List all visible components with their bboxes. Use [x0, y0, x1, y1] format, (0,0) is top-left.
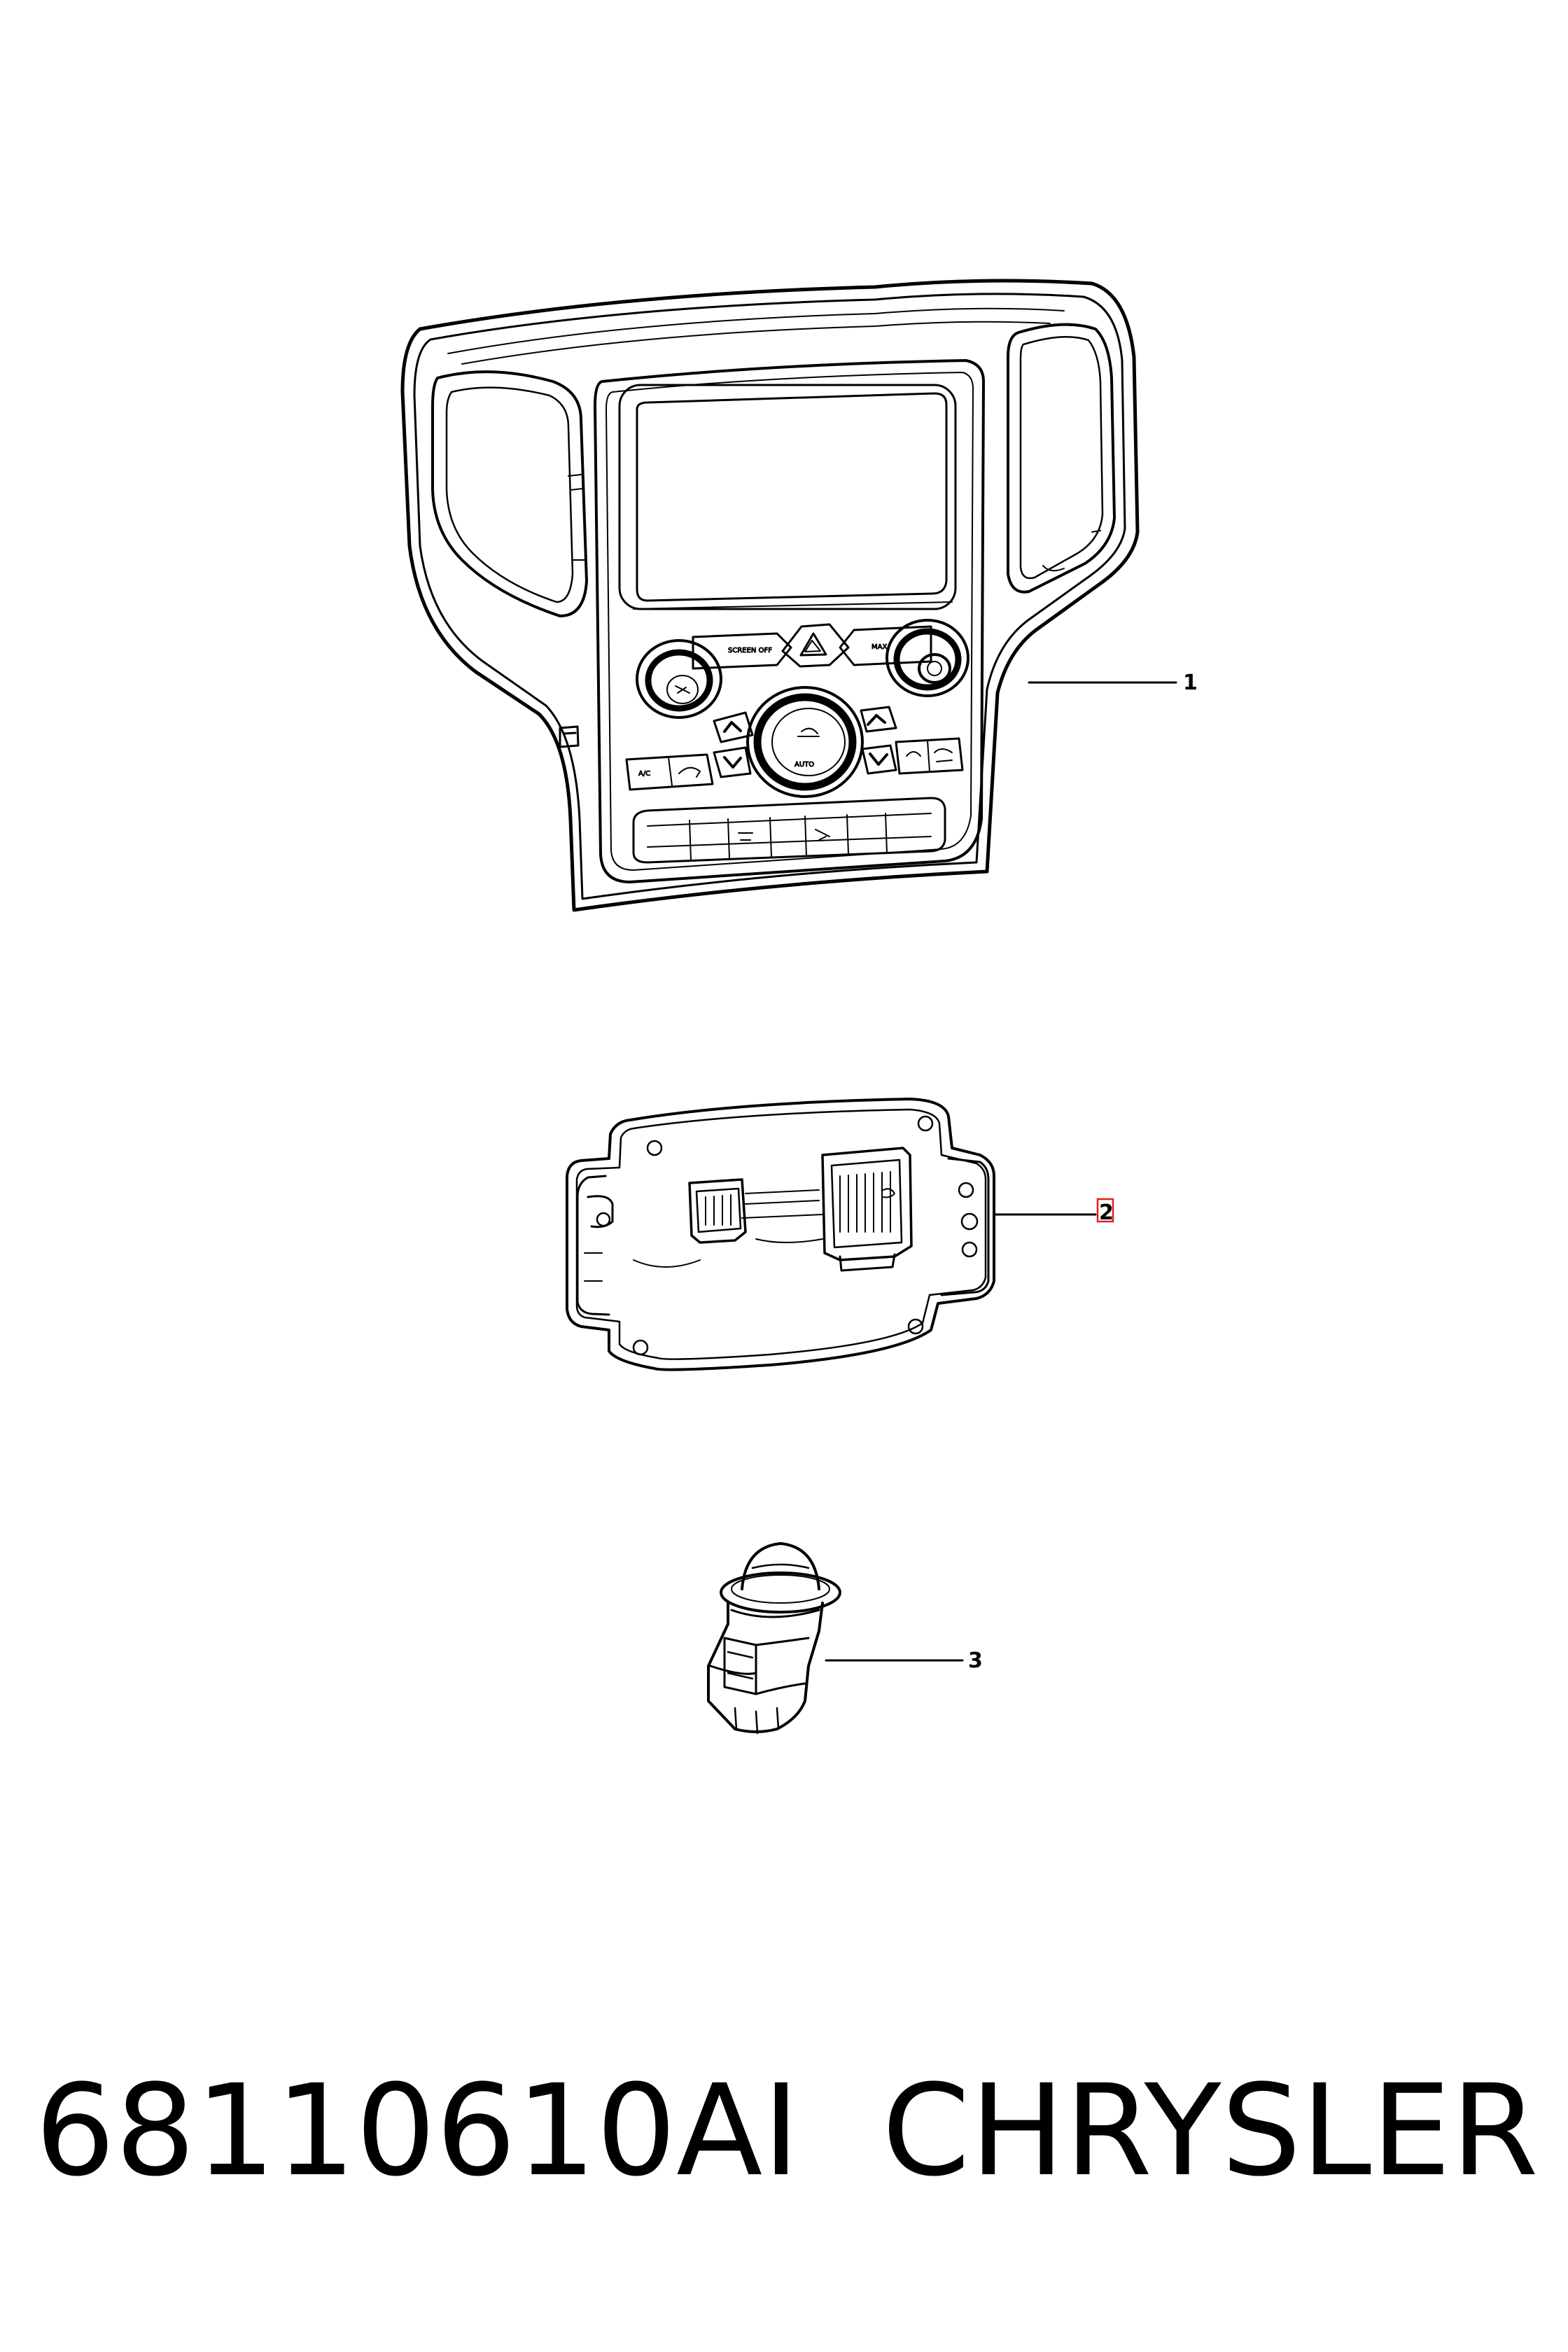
callout-2-highlight-box	[1096, 1198, 1114, 1223]
switch-dome	[741, 1542, 820, 1590]
footer-caption: 68110610AI CHRYSLER	[28, 2051, 1554, 2212]
switch-icon	[738, 829, 830, 841]
screw-boss	[646, 1140, 663, 1156]
screw-boss	[917, 1115, 934, 1132]
hazard-button-row: SCREEN OFF MAX	[692, 623, 932, 670]
module-left-tab	[576, 1175, 610, 1316]
temperature-buttons	[713, 706, 897, 778]
center-face-frame-inner	[606, 372, 974, 871]
fan-icon	[797, 727, 820, 737]
right-climate-knob	[886, 619, 969, 697]
chevron-down-icon	[869, 752, 888, 766]
callout-2: 2	[1099, 1200, 1114, 1225]
control-module	[566, 1098, 995, 1371]
center-face-frame	[594, 359, 985, 883]
part-number: 68110610AI	[35, 2058, 800, 2204]
center-fan-knob: AUTO	[746, 686, 864, 798]
callout-1: 1	[1183, 671, 1198, 695]
right-side-vent	[1007, 323, 1116, 594]
indicator-switch	[707, 1542, 841, 1735]
defrost-icon	[906, 748, 953, 762]
bezel-top-ridge-2	[461, 321, 1051, 365]
screw-boss	[907, 1318, 924, 1335]
left-climate-knob	[636, 639, 722, 719]
bezel-left-clip	[559, 725, 580, 748]
max-label: MAX	[872, 643, 887, 651]
chevron-down-icon	[723, 756, 742, 769]
screw-boss	[632, 1339, 649, 1356]
callout-3: 3	[968, 1648, 983, 1673]
switch-body	[707, 1602, 824, 1733]
ac-button-row: A/C	[625, 737, 964, 791]
bezel-inner-outline	[413, 293, 1126, 900]
hazard-icon	[799, 632, 827, 657]
left-side-vent	[431, 370, 588, 617]
bezel-top-ridge	[447, 307, 1065, 354]
large-connector	[821, 1147, 913, 1272]
module-housing	[566, 1098, 995, 1371]
chevron-up-icon	[867, 714, 886, 726]
module-right-tab	[940, 1157, 990, 1296]
recirc-icon	[678, 766, 701, 778]
auto-label: AUTO	[794, 761, 814, 769]
ac-label: A/C	[638, 770, 650, 778]
bezel-assembly: SCREEN OFF MAX	[400, 279, 1140, 912]
module-housing-inner	[575, 1108, 987, 1360]
manufacturer-name: CHRYSLER	[882, 2058, 1539, 2204]
bottom-switch-bank	[632, 797, 946, 864]
bezel-outer-outline	[400, 279, 1140, 912]
chevron-up-icon	[723, 721, 742, 733]
small-connector	[688, 1178, 823, 1244]
display-screen	[618, 384, 957, 610]
screen-off-label: SCREEN OFF	[728, 647, 772, 654]
